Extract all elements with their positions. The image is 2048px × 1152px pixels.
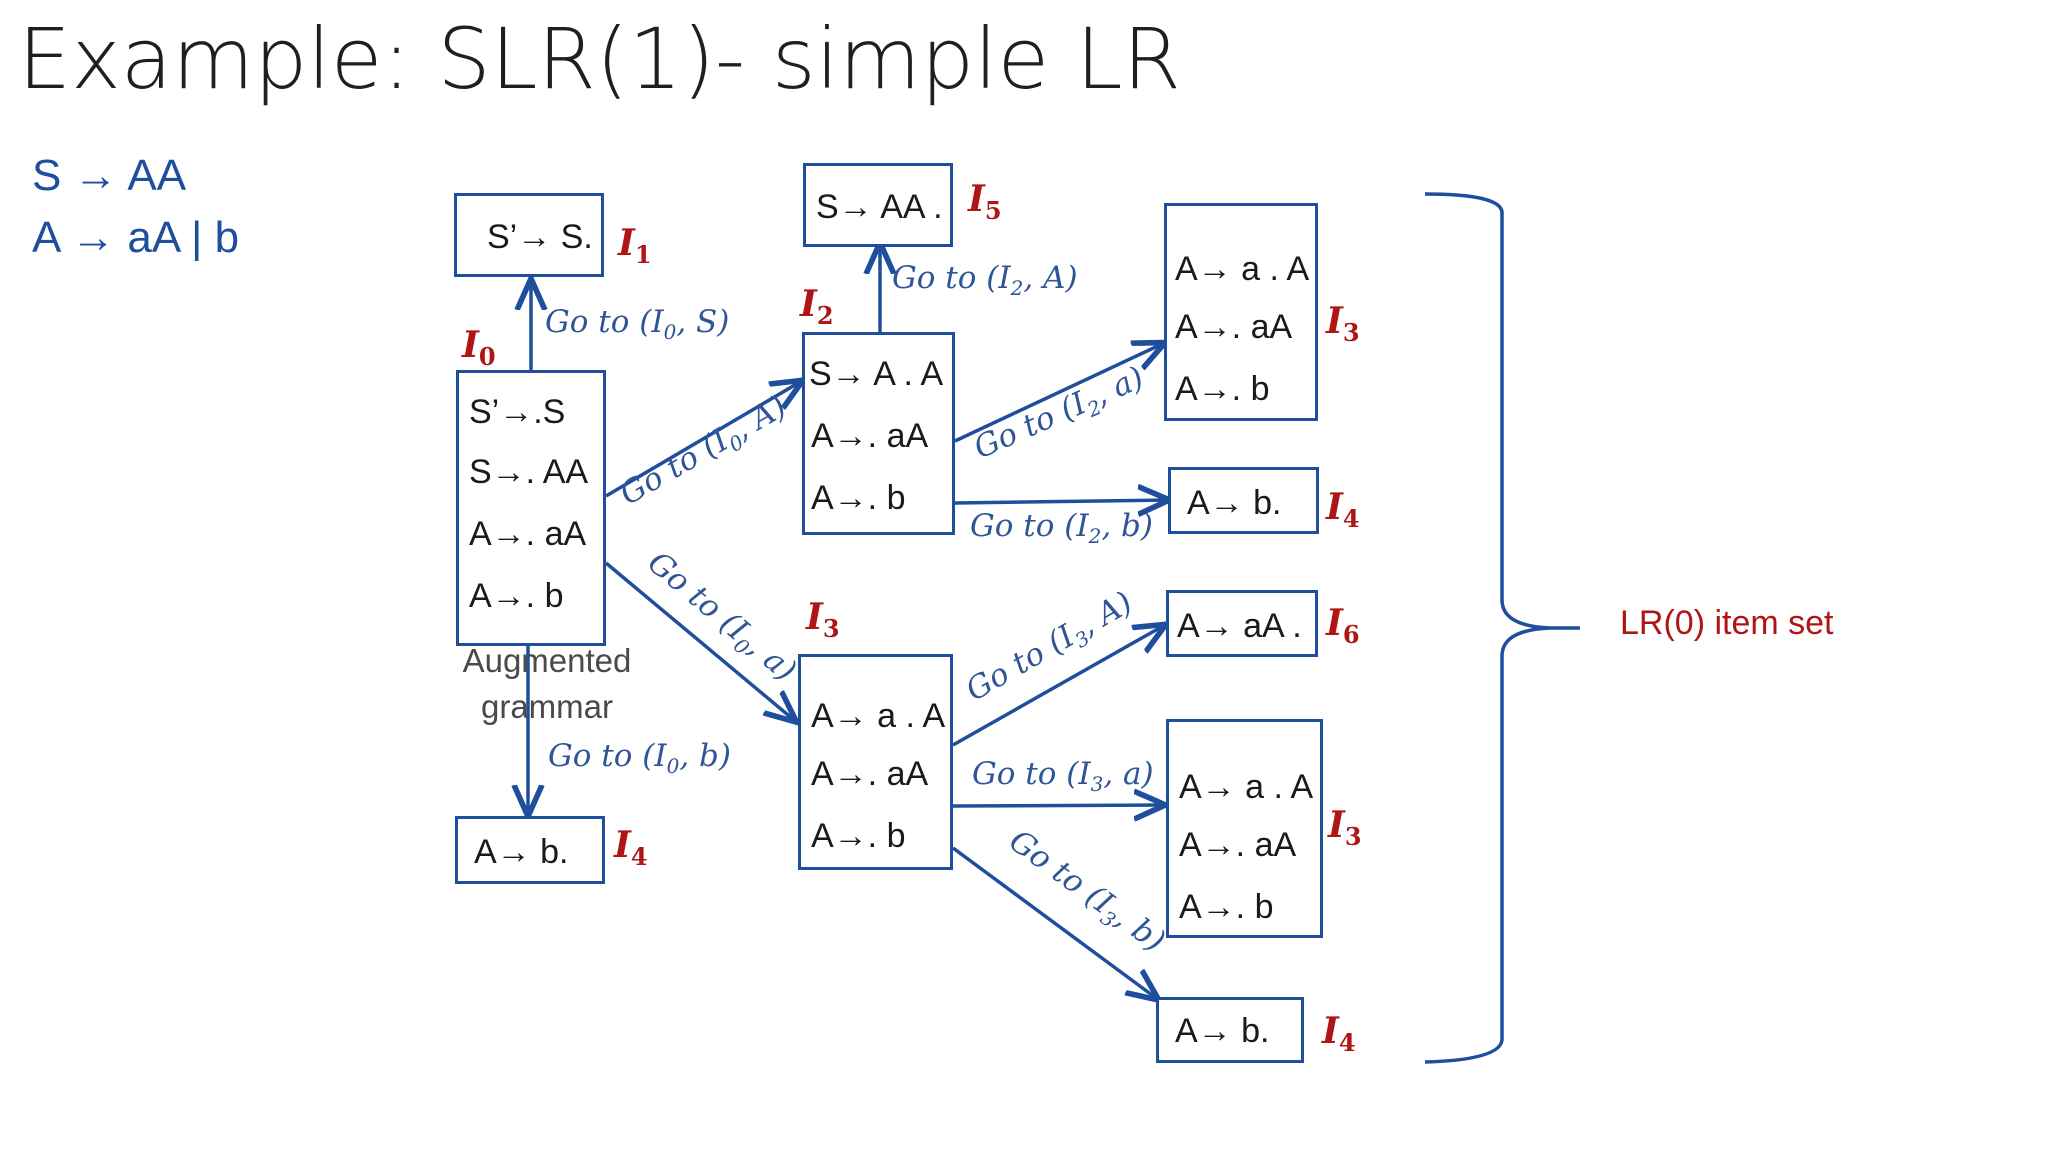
state-box-i4-bottom-right: A→ b. [1156, 997, 1304, 1063]
state-box-i1: S’→ S. [454, 193, 604, 277]
item-line: A→. b [1175, 370, 1270, 408]
item-line: A→. b [811, 817, 906, 855]
item-line: A→ a . A [1179, 768, 1314, 806]
right-brace [1424, 192, 1580, 1064]
page-title: Example: SLR(1)- simple LR [18, 10, 1182, 108]
state-label-i4-right: I4 [1326, 486, 1360, 534]
arrow-i3-to-i6 [952, 626, 1163, 747]
item-line: A→ a . A [1175, 250, 1310, 288]
goto-label-i0-s: Go to (I0, S) [545, 304, 730, 345]
state-label-i3-bottom-right: I3 [1328, 804, 1362, 852]
item-line: A→. aA [811, 755, 929, 793]
arrow-i3-to-i4 [951, 846, 1156, 998]
item-line: A→. b [1179, 888, 1274, 926]
state-label-i3-top-right: I3 [1326, 300, 1360, 348]
state-label-i4-bottom-right: I4 [1322, 1010, 1356, 1058]
state-box-i6: A→ aA . [1166, 590, 1318, 657]
item-line: A→ b. [1175, 1012, 1270, 1050]
arrow-i0-to-i2 [605, 382, 800, 498]
state-label-i1: I1 [618, 222, 652, 270]
item-line: S→ AA . [816, 188, 943, 226]
item-line: A→ a . A [811, 697, 946, 735]
goto-label-i2-b: Go to (I2, b) [970, 508, 1153, 549]
item-line: S’→.S [469, 393, 566, 431]
grammar-rules: S → AA A → aA | b [32, 145, 239, 269]
state-label-i5: I5 [968, 178, 1002, 226]
state-box-i2: S→ A . A A→. aA A→. b [802, 332, 955, 535]
item-line: A→. aA [1175, 308, 1293, 346]
item-line: A→. aA [469, 515, 587, 553]
item-line: A→. b [469, 577, 564, 615]
arrow-i2-to-i4 [954, 500, 1166, 503]
state-label-i2: I2 [800, 283, 834, 331]
item-line: S→. AA [469, 453, 589, 491]
state-label-i0: I0 [462, 324, 496, 372]
state-box-i3-bottom-right: A→ a . A A→. aA A→. b [1166, 719, 1323, 938]
grammar-rule-s: S → AA [32, 151, 187, 200]
state-label-i3-mid: I3 [806, 596, 840, 644]
augmented-grammar-note: Augmented grammar [462, 642, 632, 725]
state-box-i5: S→ AA . [803, 163, 953, 247]
state-box-i0: S’→.S S→. AA A→. aA A→. b [456, 370, 606, 646]
item-line: A→. aA [811, 417, 929, 455]
goto-label-i3-a: Go to (I3, a) [972, 756, 1154, 797]
arrow-i2-to-i3 [954, 344, 1162, 443]
state-box-i4-bottom-left: A→ b. [455, 816, 605, 884]
item-line: S’→ S. [487, 218, 593, 256]
item-line: S→ A . A [809, 355, 944, 393]
item-line: A→ aA . [1177, 607, 1302, 645]
goto-label-i0-b: Go to (I0, b) [548, 738, 731, 779]
item-line: A→. aA [1179, 826, 1297, 864]
goto-label-i2-A: Go to (I2, A) [892, 260, 1078, 301]
item-line: A→. b [811, 479, 906, 517]
arrow-i0-to-i3 [604, 561, 794, 720]
state-label-i4-bottom-left: I4 [614, 824, 648, 872]
lr0-item-set-label: LR(0) item set [1620, 604, 1834, 642]
grammar-rule-a: A → aA | b [32, 213, 240, 262]
state-label-i6: I6 [1326, 602, 1360, 650]
item-line: A→ b. [1187, 484, 1282, 522]
item-line: A→ b. [474, 833, 569, 871]
arrow-i3-to-i3 [952, 805, 1162, 806]
state-box-i3-mid: A→ a . A A→. aA A→. b [798, 654, 953, 870]
state-box-i3-top-right: A→ a . A A→. aA A→. b [1164, 203, 1318, 421]
state-box-i4-right: A→ b. [1168, 467, 1319, 534]
